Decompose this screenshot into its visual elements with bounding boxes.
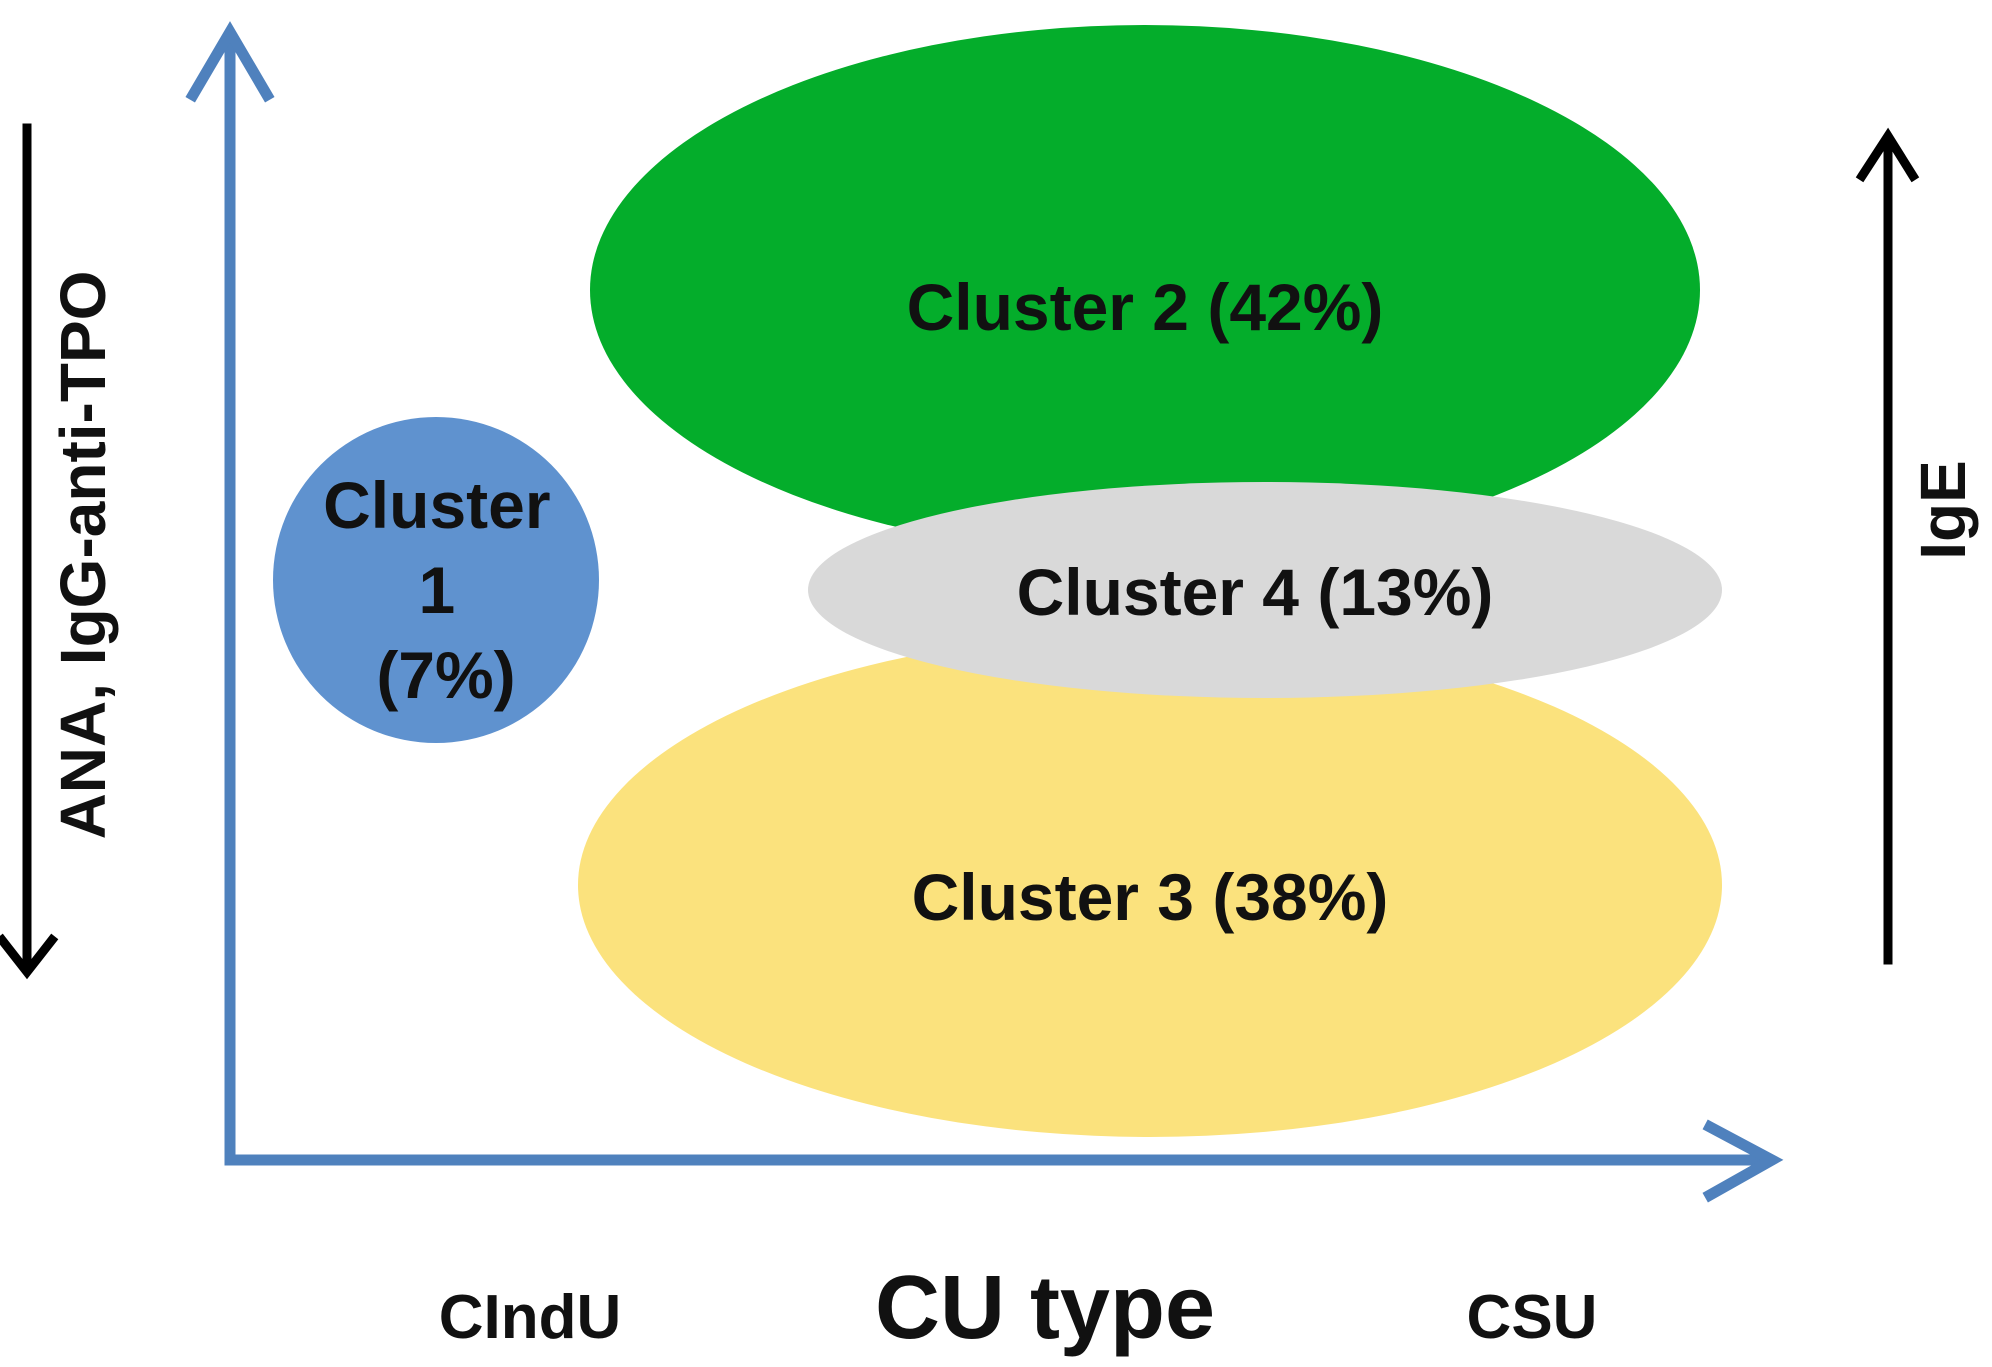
cluster-3-label-line: Cluster 3 (38%) <box>912 860 1389 934</box>
cluster-1-label: Cluster 1 (7%) <box>323 468 569 712</box>
right-axis-label: IgE <box>1907 460 1979 560</box>
cluster-2-label: Cluster 2 (42%) <box>907 270 1384 344</box>
cluster-2-label-line: Cluster 2 (42%) <box>907 270 1384 344</box>
left-down-arrow-head <box>0 933 59 980</box>
cluster-1-label-line-3: (7%) <box>376 638 515 712</box>
cluster-4-ellipse <box>808 482 1722 698</box>
cluster-1-label-line-1: Cluster <box>323 468 550 542</box>
x-axis-left-label: CIndU <box>439 1283 622 1352</box>
x-axis-title: CU type <box>875 1258 1215 1358</box>
cluster-1-label-line-2: 1 <box>418 553 455 627</box>
cluster-4-label-line: Cluster 4 (13%) <box>1017 555 1494 629</box>
left-axis-label: ANA, IgG-anti-TPO <box>47 271 119 840</box>
cluster-1-circle <box>273 417 599 743</box>
cluster-4-label: Cluster 4 (13%) <box>1017 555 1494 629</box>
x-axis-right-label: CSU <box>1467 1283 1598 1352</box>
cluster-3-label: Cluster 3 (38%) <box>912 860 1389 934</box>
side-arrows <box>0 123 1920 980</box>
axes <box>185 21 1784 1203</box>
x-axis-arrowhead <box>1702 1119 1784 1203</box>
right-up-arrow-head <box>1855 127 1920 183</box>
y-axis-arrowhead <box>185 21 275 103</box>
cluster-3-ellipse <box>578 633 1722 1137</box>
cluster-2-ellipse <box>590 25 1700 555</box>
